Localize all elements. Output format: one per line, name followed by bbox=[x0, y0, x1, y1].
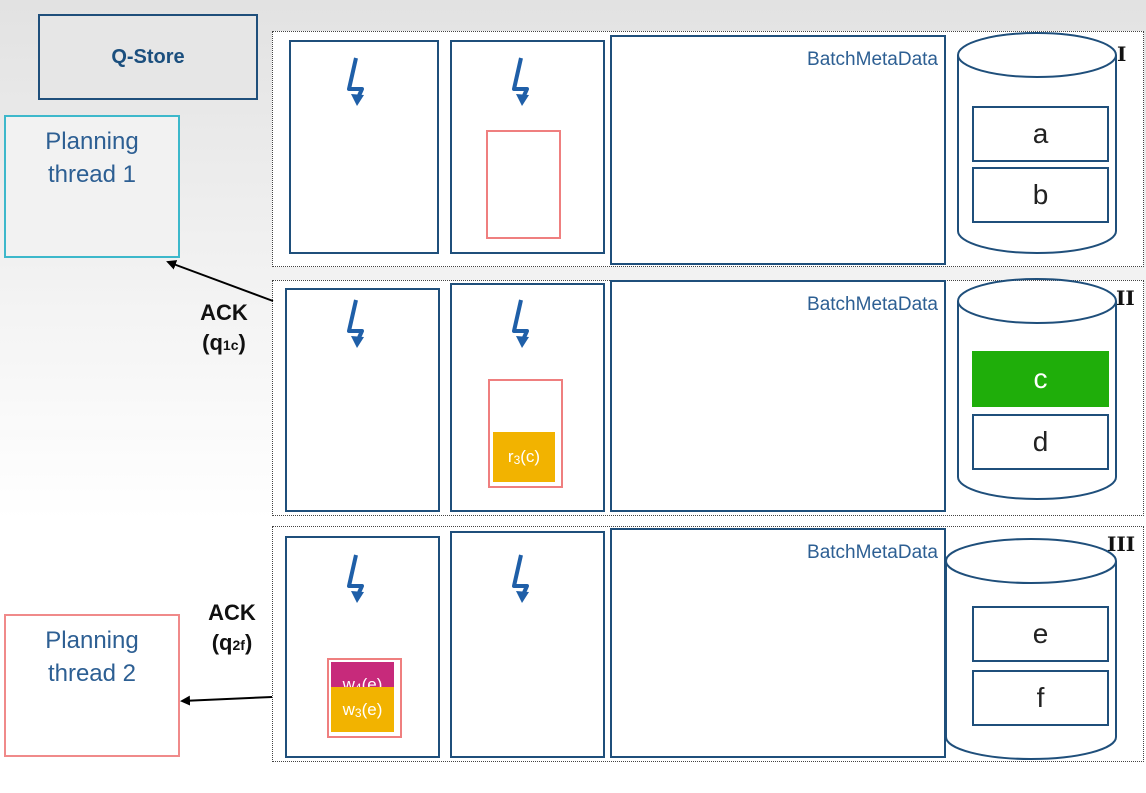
planning-thread-2: Planning thread 2 bbox=[4, 614, 180, 757]
row-ii-number: II bbox=[1116, 286, 1135, 310]
row-iii-batch-label: BatchMetaData bbox=[807, 542, 938, 563]
row-ii-batch-label: BatchMetaData bbox=[807, 294, 938, 315]
row-iii-cell-e: e bbox=[972, 606, 1109, 662]
ack-2-text: ACK bbox=[208, 600, 256, 625]
planning-thread-2-line2: thread 2 bbox=[47, 660, 137, 687]
row-i-batch-label: BatchMetaData bbox=[807, 49, 938, 70]
planning-thread-1-line1: Planning bbox=[45, 128, 139, 155]
row-ii-executor-1 bbox=[285, 288, 440, 512]
row-i-cell-b: b bbox=[972, 167, 1109, 223]
row-iii-executor-2 bbox=[450, 531, 605, 758]
row-i-number: I bbox=[1117, 42, 1127, 66]
planning-thread-1-line2: thread 1 bbox=[47, 161, 137, 188]
row-iii-batch-metadata: BatchMetaData bbox=[610, 528, 946, 758]
row-ii-batch-metadata: BatchMetaData bbox=[610, 280, 946, 512]
planning-thread-1: Planning thread 1 bbox=[4, 115, 180, 258]
row-i-cell-a: a bbox=[972, 106, 1109, 162]
row-iii-cell-f: f bbox=[972, 670, 1109, 726]
row-i-batch-metadata: BatchMetaData bbox=[610, 35, 946, 265]
row-i-queue bbox=[486, 130, 561, 239]
planning-thread-2-line1: Planning bbox=[45, 627, 139, 654]
row-ii-cell-c: c bbox=[972, 351, 1109, 407]
row-ii-cell-d: d bbox=[972, 414, 1109, 470]
row-iii-number: III bbox=[1107, 532, 1136, 556]
ack-1-query: (q1c) bbox=[202, 330, 246, 355]
ack-label-1: ACK (q1c) bbox=[186, 298, 262, 360]
ack-arrow-2 bbox=[180, 695, 273, 706]
row-i-executor-1 bbox=[289, 40, 439, 254]
ack-arrow-1 bbox=[166, 260, 274, 302]
ack-2-query: (q2f) bbox=[211, 630, 253, 655]
ack-1-text: ACK bbox=[200, 300, 248, 325]
q-store-box: Q-Store bbox=[38, 14, 258, 100]
ack-label-2: ACK (q2f) bbox=[194, 598, 270, 660]
q-store-label: Q-Store bbox=[111, 45, 185, 68]
